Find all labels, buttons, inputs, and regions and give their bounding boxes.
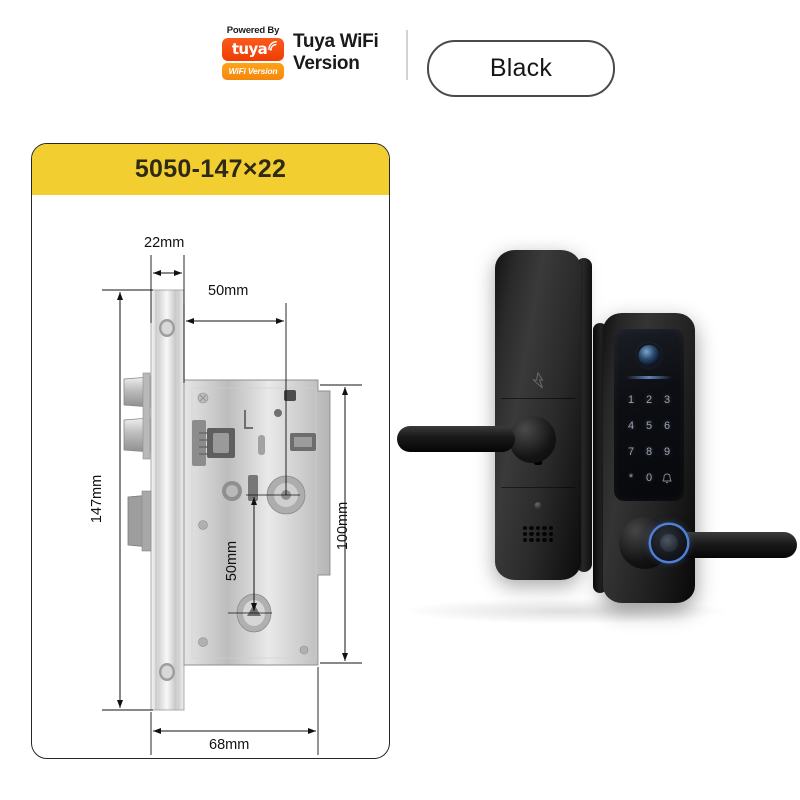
- mortise-lock-drawing: [102, 255, 362, 755]
- spec-model-title: 5050-147×22: [134, 155, 287, 183]
- wifi-signal-icon: [268, 40, 277, 51]
- keypad-key-4[interactable]: 4: [627, 420, 635, 432]
- touch-glass-panel[interactable]: 1 2 3 4 5 6 7 8 9 * 0: [614, 329, 684, 501]
- keypad-key-8[interactable]: 8: [645, 446, 653, 458]
- fingerprint-sensor[interactable]: [651, 525, 687, 561]
- mortise-lock-diagram: 22mm 50mm 147mm 100mm 50mm 68mm: [32, 195, 389, 758]
- color-option-label: Black: [489, 54, 553, 82]
- dim-label-faceplate-width: 22mm: [144, 235, 185, 251]
- wifi-version-badge: WiFi Version: [222, 62, 284, 80]
- keypad[interactable]: 1 2 3 4 5 6 7 8 9 * 0: [622, 387, 676, 491]
- color-option-black[interactable]: Black: [427, 40, 615, 97]
- front-lever-handle[interactable]: [665, 532, 797, 558]
- smart-lock-product: 1 2 3 4 5 6 7 8 9 * 0: [390, 215, 800, 615]
- rear-panel-body: [495, 250, 581, 580]
- lock-rear-panel: [397, 250, 592, 580]
- dim-label-backset: 50mm: [208, 283, 249, 299]
- keypad-key-5[interactable]: 5: [645, 420, 653, 432]
- doorbell-icon[interactable]: [658, 465, 676, 491]
- dim-label-faceplate-height: 147mm: [89, 474, 106, 524]
- brand-title-line1: Tuya WiFi: [293, 31, 379, 53]
- brand-title-line2: Version: [293, 52, 360, 74]
- rear-lever-handle[interactable]: [397, 426, 515, 452]
- keypad-key-1[interactable]: 1: [627, 394, 635, 406]
- wifi-version-badge-label: WiFi Version: [228, 65, 278, 76]
- speaker-grille: [523, 526, 553, 542]
- rear-handle-hub: [509, 416, 556, 463]
- dim-label-center-distance: 50mm: [224, 540, 241, 582]
- panel-screw: [534, 502, 542, 509]
- tuya-wordmark: tuya: [231, 39, 268, 58]
- header-divider: [406, 30, 408, 80]
- lock-front-panel: 1 2 3 4 5 6 7 8 9 * 0: [593, 313, 797, 603]
- keypad-key-9[interactable]: 9: [663, 446, 671, 458]
- keypad-key-3[interactable]: 3: [663, 394, 671, 406]
- keypad-key-2[interactable]: 2: [645, 394, 653, 406]
- emergency-unlock-icon: [532, 372, 544, 389]
- tuya-brand-block: Powered By tuya WiFi Version Tuya WiFi V…: [222, 26, 379, 80]
- powered-by-label: Powered By: [226, 25, 280, 36]
- dim-label-case-width: 68mm: [209, 737, 250, 753]
- front-panel-body: 1 2 3 4 5 6 7 8 9 * 0: [603, 313, 695, 603]
- keypad-key-0[interactable]: 0: [645, 472, 653, 484]
- keypad-key-star[interactable]: *: [628, 472, 634, 484]
- header: Powered By tuya WiFi Version Tuya WiFi V…: [0, 0, 800, 120]
- dim-label-case-height: 100mm: [335, 501, 352, 551]
- keypad-key-7[interactable]: 7: [627, 446, 635, 458]
- camera-lens-icon: [638, 345, 660, 366]
- spec-card: 5050-147×22: [31, 143, 390, 759]
- battery-cover-seam: [501, 398, 575, 400]
- spec-card-banner: 5050-147×22: [32, 144, 389, 195]
- brand-title: Tuya WiFi Version: [293, 31, 379, 74]
- keypad-key-6[interactable]: 6: [663, 420, 671, 432]
- indicator-strip: [626, 376, 672, 379]
- tuya-chip: tuya: [222, 37, 284, 61]
- product-shadow: [402, 598, 732, 624]
- tuya-logo: Powered By tuya WiFi Version: [222, 26, 284, 80]
- rear-lower-seam: [501, 487, 575, 489]
